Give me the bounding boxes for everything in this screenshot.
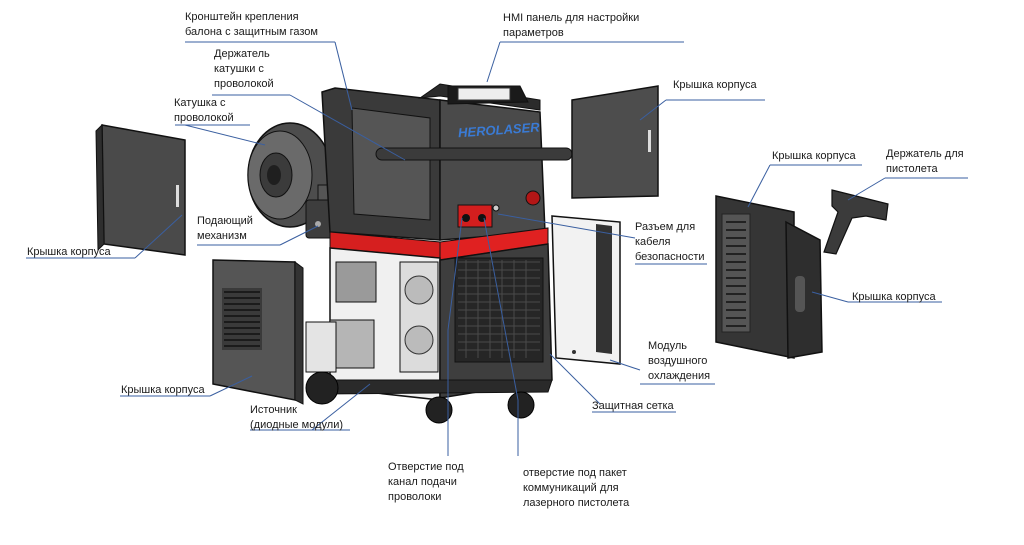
leader-air-module [609, 359, 641, 371]
label-safety-connector: Разъем для кабеля безопасности [635, 221, 705, 263]
cover-panel-right-top [715, 195, 795, 359]
leader-gun-holder [847, 177, 886, 201]
label-hmi-panel: HMI панель для настройки параметров [503, 12, 640, 39]
label-guard-mesh: Защитная сетка [592, 400, 674, 412]
cover-panel-right-bottom [785, 220, 823, 359]
label-wire-hole: Отверстие под канал подачи проволоки [388, 461, 464, 503]
label-cover-top-right: Крышка корпуса [673, 79, 757, 91]
leader-spool-holder [289, 94, 406, 161]
leader-wire-hole [447, 217, 463, 456]
leader-lines [134, 41, 886, 456]
leader-gas-bracket [334, 41, 353, 111]
leader-cover-right-top [747, 164, 771, 208]
cover-panel-top-right [571, 85, 659, 199]
leader-spool [184, 124, 266, 146]
leader-cover-right-bottom [811, 291, 849, 303]
label-air-module: Модуль воздушного охлаждения [648, 340, 711, 382]
leader-cover-bottom-left [209, 375, 253, 397]
leader-feeder [279, 225, 319, 246]
leader-cover-left [134, 214, 183, 259]
label-cover-right-bottom: Крышка корпуса [852, 291, 936, 303]
wire-spool [247, 122, 333, 228]
brand-logo: HEROLASER [458, 120, 541, 141]
main-cabinet: HEROLASER [321, 83, 573, 261]
label-gas-bracket: Кронштейн крепления балона с защитным га… [185, 11, 318, 38]
label-cover-bottom-left: Крышка корпуса [121, 384, 205, 396]
label-gun-holder: Держатель для пистолета [886, 148, 964, 175]
cover-panel-left [95, 123, 186, 256]
label-comm-hole: отверстие под пакет коммуникаций для лаз… [523, 467, 630, 509]
leader-guard-mesh [549, 353, 601, 405]
label-spool-holder: Держатель катушки с проволокой [214, 48, 274, 90]
leader-hmi [486, 41, 501, 83]
label-underlines [26, 41, 968, 431]
cover-panel-bottom-left [212, 259, 304, 405]
label-feeder: Подающий механизм [197, 215, 253, 242]
lower-cabinet [305, 243, 553, 424]
label-cover-left: Крышка корпуса [27, 246, 111, 258]
label-source: Источник (диодные модули) [250, 404, 344, 431]
leader-cover-top-right [639, 99, 667, 121]
gun-holder [823, 189, 889, 255]
leader-source [311, 383, 371, 431]
label-cover-right-top: Крышка корпуса [772, 150, 856, 162]
leader-comm-hole [483, 217, 519, 456]
air-cooling-module [551, 215, 621, 365]
label-spool: Катушка с проволокой [174, 97, 234, 124]
leader-safety-connector [497, 213, 636, 239]
